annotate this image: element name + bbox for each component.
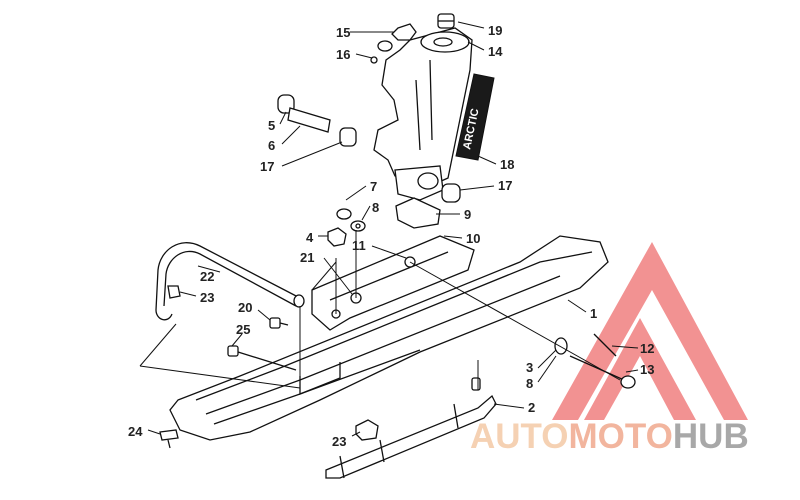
label-20: 20 bbox=[238, 300, 252, 315]
label-5: 5 bbox=[268, 118, 275, 133]
label-12: 12 bbox=[640, 341, 654, 356]
label-17-right: 17 bbox=[498, 178, 512, 193]
label-21: 21 bbox=[300, 250, 314, 265]
watermark-inner-triangle bbox=[584, 318, 696, 420]
washers-mid bbox=[336, 208, 366, 232]
ski-loop-handle bbox=[155, 242, 305, 321]
label-25: 25 bbox=[236, 322, 250, 337]
cotter-pin-12 bbox=[593, 333, 617, 357]
label-23-bottom: 23 bbox=[332, 434, 346, 449]
watermark-moto: MOTO bbox=[569, 417, 673, 456]
label-8-right: 8 bbox=[526, 376, 533, 391]
assembly-lines bbox=[139, 230, 621, 390]
top-nuts bbox=[370, 23, 417, 64]
label-13: 13 bbox=[640, 362, 654, 377]
wear-bar bbox=[325, 377, 497, 479]
watermark-auto: AUTO bbox=[470, 417, 569, 456]
label-17-left: 17 bbox=[260, 159, 274, 174]
label-4: 4 bbox=[306, 230, 314, 245]
label-2: 2 bbox=[528, 400, 535, 415]
screw-24 bbox=[159, 429, 179, 449]
watermark-hub: HUB bbox=[673, 417, 749, 456]
label-23-top: 23 bbox=[200, 290, 214, 305]
screw-23-top bbox=[167, 285, 181, 299]
watermark-logo: AUTOMOTOHUB bbox=[470, 242, 749, 456]
decal: ARCTIC bbox=[455, 73, 495, 161]
label-14: 14 bbox=[488, 44, 503, 59]
cap-screw bbox=[437, 13, 455, 29]
label-16: 16 bbox=[336, 47, 350, 62]
svg-text:AUTOMOTOHUB: AUTOMOTOHUB bbox=[470, 417, 749, 456]
watermark-triangle bbox=[552, 242, 748, 420]
stop-block bbox=[395, 197, 441, 229]
bolt-20 bbox=[269, 317, 289, 329]
label-15: 15 bbox=[336, 25, 350, 40]
bolt-13 bbox=[569, 355, 636, 389]
label-6: 6 bbox=[268, 138, 275, 153]
part-labels: 15 19 14 16 5 6 17 18 7 8 17 9 4 11 10 2… bbox=[128, 21, 654, 449]
label-22: 22 bbox=[200, 269, 214, 284]
label-10: 10 bbox=[466, 231, 480, 246]
label-3: 3 bbox=[526, 360, 533, 375]
label-7: 7 bbox=[370, 179, 377, 194]
label-19: 19 bbox=[488, 23, 502, 38]
bolt-25 bbox=[227, 345, 297, 371]
label-9: 9 bbox=[464, 207, 471, 222]
bushing-right bbox=[441, 183, 461, 203]
ski-saddle bbox=[311, 235, 475, 331]
label-1: 1 bbox=[590, 306, 597, 321]
label-18: 18 bbox=[500, 157, 514, 172]
spindle bbox=[373, 27, 473, 201]
label-8-mid: 8 bbox=[372, 200, 379, 215]
label-11: 11 bbox=[352, 238, 366, 253]
washer-8-right bbox=[554, 337, 568, 355]
nut-23-bottom bbox=[355, 419, 379, 441]
bushings-left bbox=[277, 94, 357, 147]
label-24: 24 bbox=[128, 424, 143, 439]
nut-4 bbox=[327, 227, 347, 247]
